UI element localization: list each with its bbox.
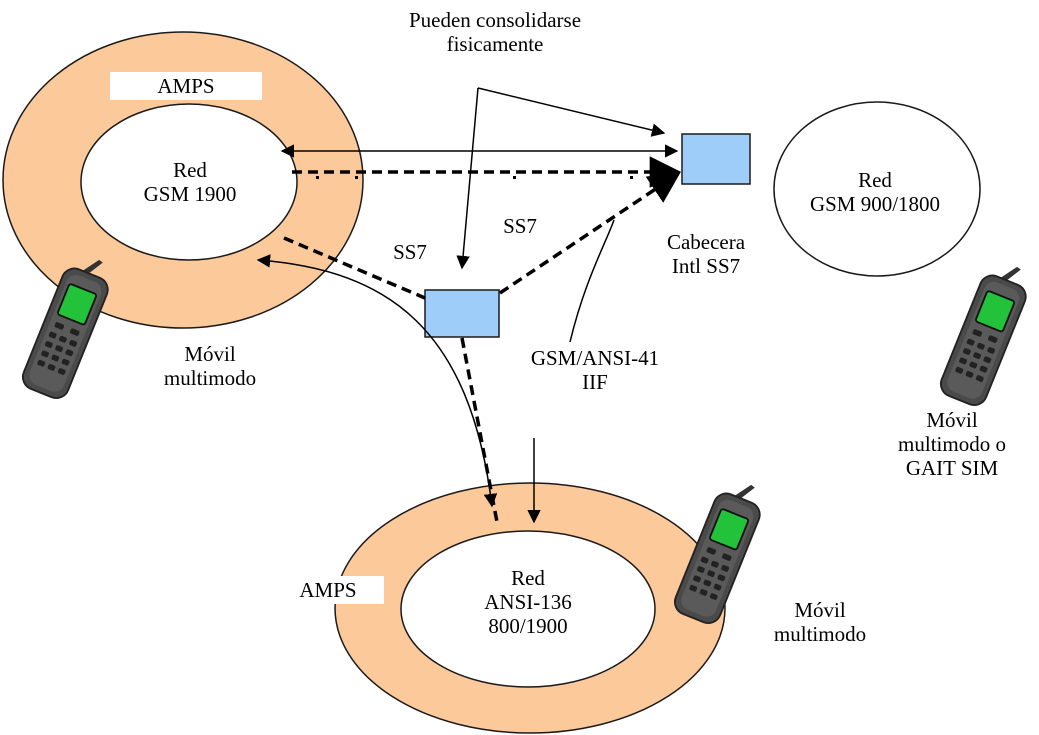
mobile-bottom-label-line-2: multimodo — [773, 622, 867, 646]
ss7-label-left: SS7 — [393, 240, 427, 264]
mobile-left-label-line-2: multimodo — [163, 366, 257, 390]
intl-ss7-gateway-box — [681, 133, 751, 185]
ss7-label-right: SS7 — [503, 214, 537, 238]
gsm1900-label-line-2: GSM 1900 — [143, 182, 237, 206]
ansi136-label: Red ANSI-136 800/1900 — [458, 566, 598, 638]
mobile-bottom-label-line-1: Móvil — [794, 598, 846, 622]
consolidation-note: Pueden consolidarse fisicamente — [360, 8, 630, 56]
iif-label: GSM/ANSI-41 IIF — [520, 346, 670, 394]
consolidation-note-line-1: Pueden consolidarse — [408, 8, 582, 32]
mobile-right-label-line-3: GAIT SIM — [905, 456, 999, 480]
amps-label-top: AMPS — [110, 72, 262, 100]
gsm1900-label-line-1: Red — [173, 158, 207, 182]
ansi136-network — [400, 530, 656, 688]
mobile-left-label-line-1: Móvil — [184, 342, 236, 366]
gsm900-label: Red GSM 900/1800 — [785, 168, 965, 216]
note-pointer-gateway — [477, 87, 666, 137]
iif-label-pointer — [569, 219, 615, 343]
mobile-phone-left-icon — [18, 258, 113, 403]
gsm900-label-line-1: Red — [858, 168, 892, 192]
mobile-bottom-label: Móvil multimodo — [760, 598, 880, 646]
amps-ring-bottom — [334, 482, 726, 734]
consolidation-note-line-2: fisicamente — [446, 32, 544, 56]
mobile-right-label: Móvil multimodo o GAIT SIM — [882, 408, 1022, 480]
amps-ring-top — [2, 31, 364, 329]
gateway-label-line-1: Cabecera — [666, 230, 746, 254]
ansi136-label-line-3: 800/1900 — [488, 614, 568, 638]
ss7-link-iif-gateway — [499, 172, 681, 295]
iif-label-line-2: IIF — [582, 370, 608, 394]
gsm900-label-line-2: GSM 900/1800 — [809, 192, 941, 216]
gateway-label: Cabecera Intl SS7 — [636, 230, 776, 278]
mobile-left-label: Móvil multimodo — [150, 342, 270, 390]
gateway-label-line-2: Intl SS7 — [671, 254, 741, 278]
iif-node-box — [424, 289, 500, 338]
note-pointer-iif — [456, 87, 479, 270]
amps-label-bottom: AMPS — [272, 576, 384, 604]
gsm900-1800-network — [773, 101, 981, 277]
mobile-right-label-line-1: Móvil — [926, 408, 978, 432]
ansi136-label-line-1: Red — [511, 566, 545, 590]
mobile-right-label-line-2: multimodo o — [898, 432, 1006, 456]
gsm1900-network — [80, 103, 298, 261]
ansi136-label-line-2: ANSI-136 — [484, 590, 572, 614]
iif-label-line-1: GSM/ANSI-41 — [530, 346, 660, 370]
mobile-phone-right-icon — [936, 265, 1031, 410]
gsm1900-label: Red GSM 1900 — [130, 158, 250, 206]
ss7-link-gsm1900-iif — [283, 236, 426, 300]
